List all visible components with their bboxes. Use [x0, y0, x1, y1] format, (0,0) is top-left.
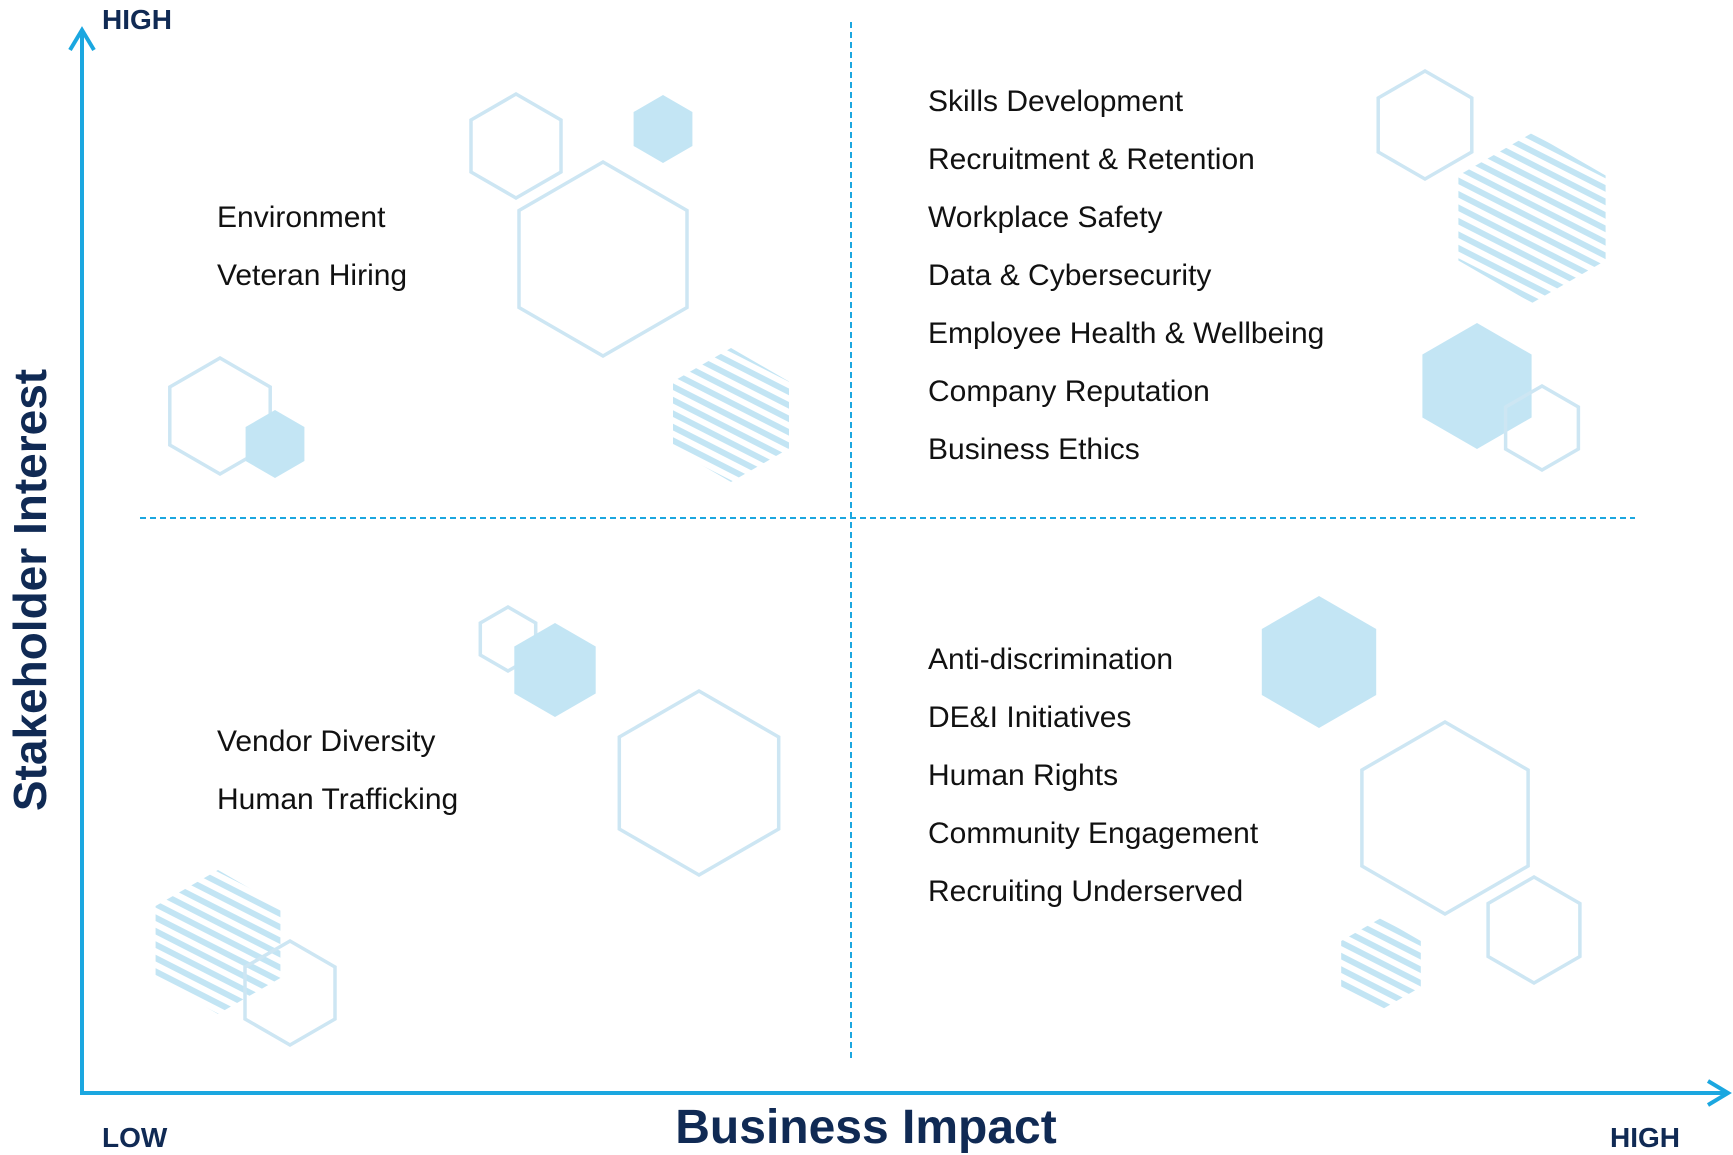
hexagon-shape	[168, 355, 272, 477]
hexagon-shape	[1360, 719, 1530, 917]
hexagon-shape	[517, 159, 689, 359]
topic-label: Skills Development	[928, 85, 1184, 118]
quadrant-low-interest-low-impact: Vendor Diversity Human Trafficking	[217, 727, 458, 843]
topic-label: Human Rights	[928, 759, 1119, 792]
x-axis-title: Business Impact	[675, 1101, 1057, 1154]
decorative-hexagons	[155, 68, 1606, 1048]
quadrant-high-interest-high-impact: Skills Development Recruitment & Retenti…	[928, 87, 1324, 493]
y-axis-title: Stakeholder Interest	[4, 368, 56, 812]
x-axis	[80, 1079, 1732, 1107]
x-axis-high-label: HIGH	[1610, 1122, 1680, 1153]
topic-label: Workplace Safety	[928, 201, 1163, 234]
hexagon-shape	[155, 870, 281, 1014]
topic-label: Company Reputation	[928, 375, 1210, 408]
topic-label: Business Ethics	[928, 433, 1140, 466]
y-axis-high-label: HIGH	[102, 4, 172, 35]
topic-label: Anti-discrimination	[928, 643, 1174, 676]
hexagon-shape	[245, 410, 305, 478]
hexagon-shape	[243, 938, 337, 1048]
topic-label: Environment	[217, 201, 386, 234]
topic-label: Data & Cybersecurity	[928, 259, 1212, 292]
topic-label: Employee Health & Wellbeing	[928, 317, 1325, 350]
topic-label: Recruitment & Retention	[928, 143, 1255, 176]
hexagon-shape	[1376, 68, 1474, 182]
hexagon-shape	[1341, 918, 1421, 1010]
hexagon-shape	[1422, 323, 1532, 449]
hexagon-shape	[633, 95, 693, 163]
hexagon-shape	[1503, 383, 1581, 473]
hexagon-shape	[514, 623, 596, 717]
hexagon-shape	[478, 604, 538, 674]
y-axis	[68, 26, 96, 1093]
hexagon-shape	[469, 91, 563, 201]
topic-label: Veteran Hiring	[217, 259, 408, 292]
topic-label: DE&I Initiatives	[928, 701, 1132, 734]
quadrant-high-interest-low-impact: Environment Veteran Hiring	[217, 203, 407, 319]
topic-label: Vendor Diversity	[217, 725, 436, 758]
topic-label: Recruiting Underserved	[928, 875, 1244, 908]
hexagon-shape	[673, 348, 789, 482]
hexagon-shape	[1261, 596, 1377, 728]
hexagon-shape	[1458, 133, 1606, 303]
quadrant-low-interest-high-impact: Anti-discrimination DE&I Initiatives Hum…	[928, 645, 1258, 935]
x-axis-arrowhead	[1706, 1079, 1732, 1107]
topic-label: Human Trafficking	[217, 783, 459, 816]
hexagon-shape	[617, 688, 781, 878]
topic-label: Community Engagement	[928, 817, 1259, 850]
hexagon-shape	[1486, 874, 1582, 986]
y-axis-arrowhead	[68, 26, 96, 52]
x-axis-low-label: LOW	[102, 1122, 168, 1153]
